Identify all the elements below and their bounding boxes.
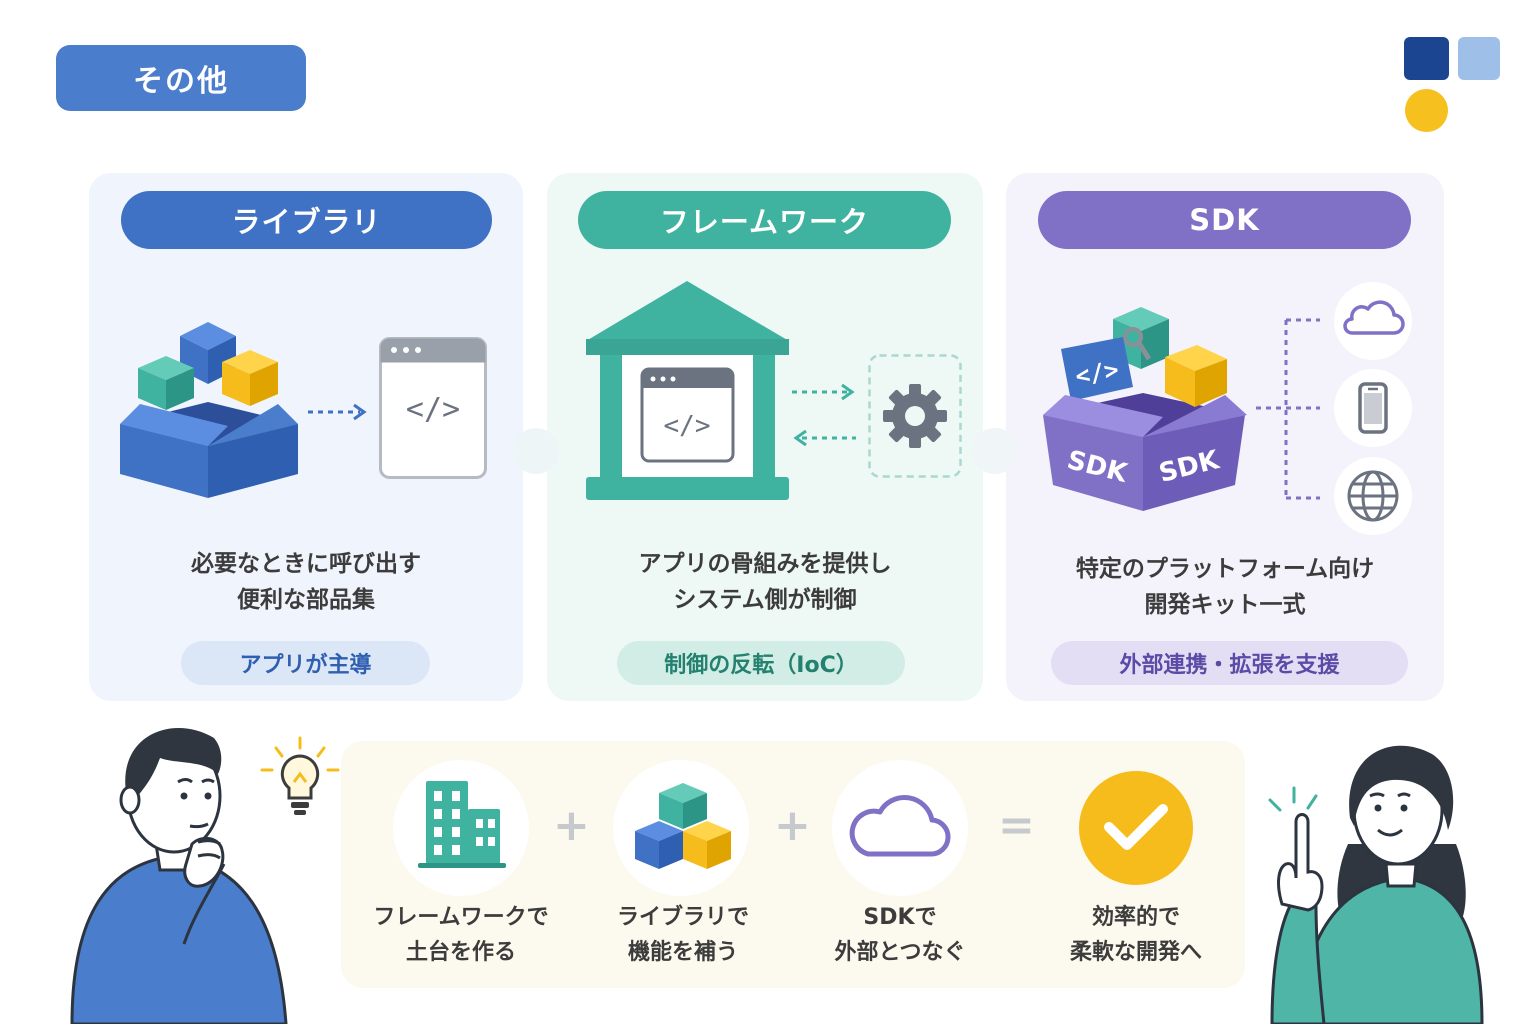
flow-step-caption: SDKで 外部とつなぐ [834, 905, 966, 965]
panel-connector [972, 428, 1018, 474]
plus-operator: + [774, 800, 811, 851]
building-icon [418, 781, 506, 868]
panel-connector [513, 428, 559, 474]
library-box-icon [120, 322, 298, 498]
decor-square-dark [1404, 37, 1449, 80]
code-symbol: </> [406, 392, 460, 427]
cloud-icon [1334, 282, 1412, 360]
flow-step-caption: フレームワークで 土台を作る [373, 905, 549, 965]
framework-building-icon: </> [586, 281, 789, 500]
decor-square-light [1458, 37, 1500, 80]
library-description: 必要なときに呼び出す 便利な部品集 [191, 551, 421, 613]
arrow-dotted-icon [308, 403, 367, 421]
sdk-description: 特定のプラットフォーム向け 開発キット一式 [1075, 556, 1375, 618]
cloud-icon [849, 794, 951, 857]
flow-step-caption: ライブラリで 機能を補う [616, 905, 749, 965]
equals-operator: = [998, 800, 1035, 851]
code-symbol: </> [664, 411, 711, 441]
connector-lines [1256, 318, 1320, 500]
plus-operator: + [553, 800, 590, 851]
sdk-box-icon: </> SDK SDK [1043, 307, 1247, 511]
gear-icon [868, 354, 962, 478]
check-icon [1079, 771, 1193, 885]
cubes-icon [635, 783, 731, 869]
mobile-icon [1334, 369, 1412, 447]
globe-icon [1334, 457, 1412, 535]
section-tag: その他 [56, 45, 306, 111]
framework-title: フレームワーク [578, 191, 951, 249]
framework-description: アプリの骨組みを提供し システム側が制御 [638, 551, 892, 613]
framework-badge: 制御の反転（IoC） [617, 641, 905, 685]
lightbulb-icon [260, 736, 340, 815]
sdk-badge: 外部連携・拡張を支援 [1051, 641, 1408, 685]
pointing-woman-illustration [1268, 745, 1484, 1024]
thinking-man-illustration [70, 728, 288, 1024]
flow-step-caption: 効率的で 柔軟な開発へ [1069, 905, 1202, 965]
decor-circle-yellow [1405, 89, 1448, 132]
code-window-icon: </> [379, 337, 487, 479]
library-badge: アプリが主導 [181, 641, 430, 685]
sdk-title: SDK [1038, 191, 1411, 249]
two-way-arrows-icon [792, 383, 856, 447]
library-title: ライブラリ [121, 191, 492, 249]
